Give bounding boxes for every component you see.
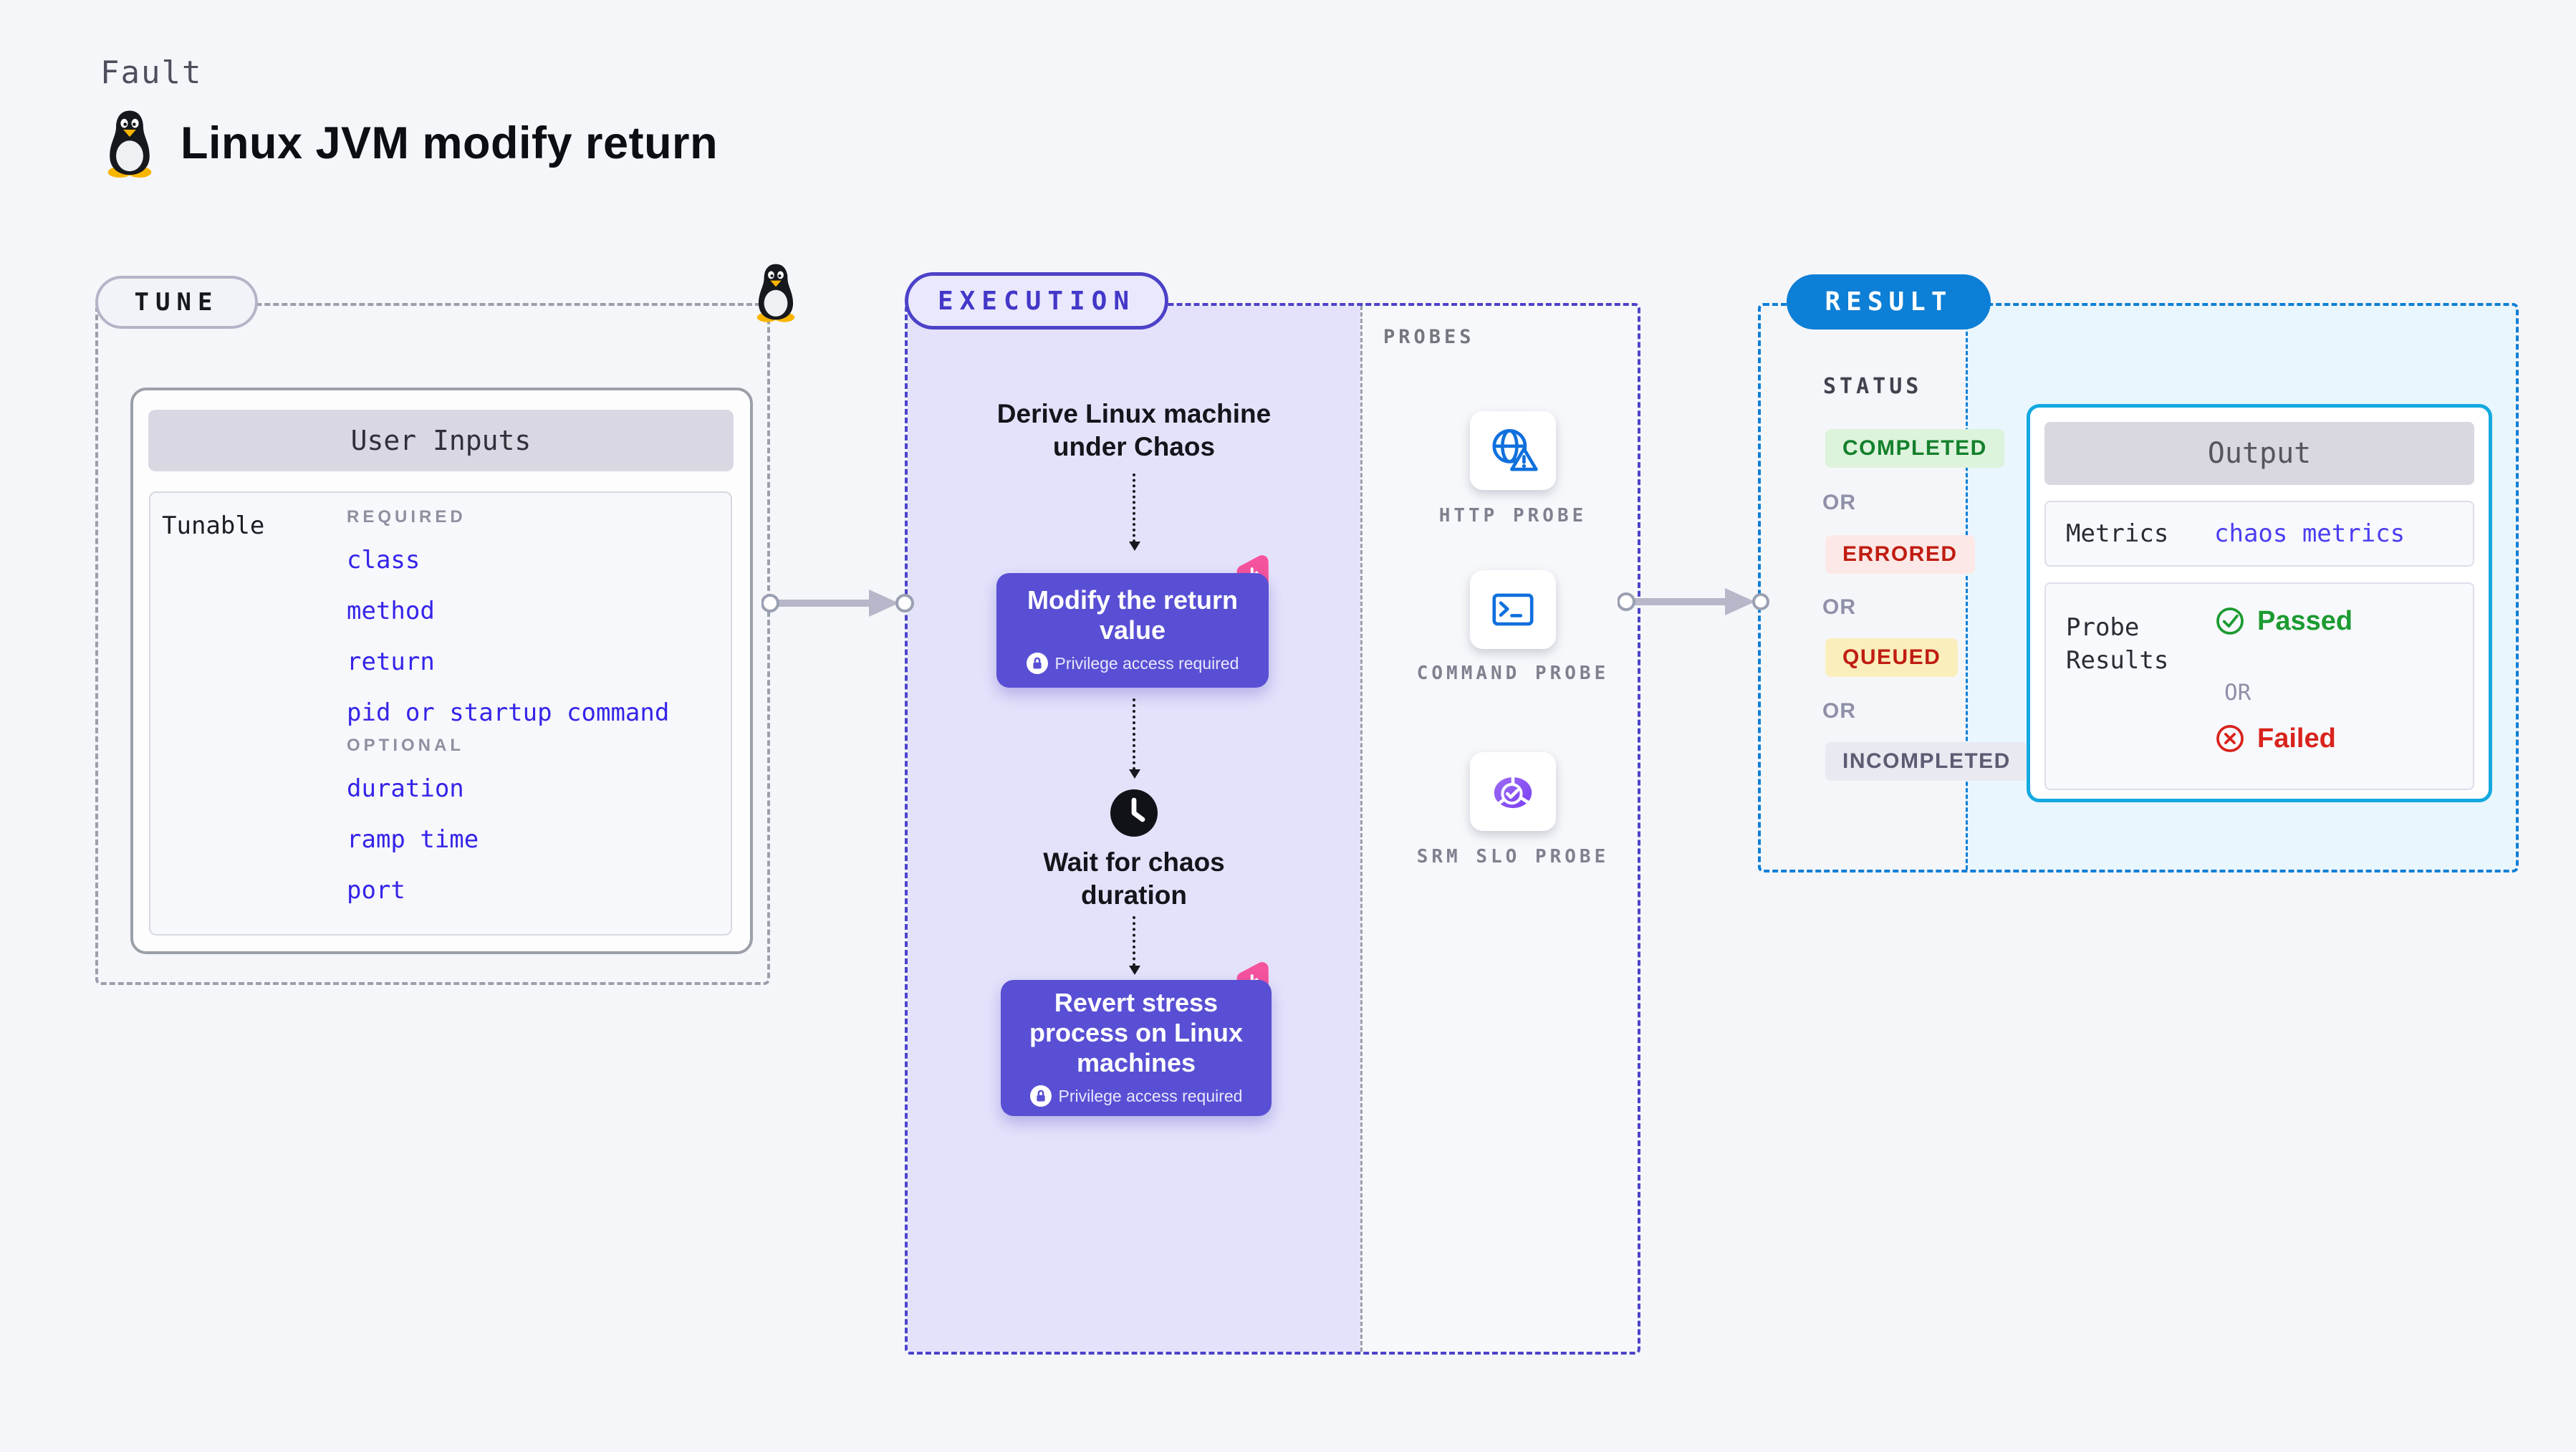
- metrics-row: Metrics chaos metrics: [2044, 501, 2474, 567]
- user-inputs-table: Tunable REQUIRED class method return pid…: [149, 491, 732, 936]
- x-circle-icon: [2216, 725, 2244, 752]
- user-inputs-card: User Inputs Tunable REQUIRED class metho…: [130, 388, 753, 954]
- status-badge-completed: COMPLETED: [1825, 429, 2004, 468]
- http-probe-card[interactable]: [1470, 411, 1556, 490]
- http-probe-label: HTTP PROBE: [1438, 505, 1587, 527]
- passed-text: Passed: [2257, 605, 2353, 636]
- tune-badge: TUNE: [95, 276, 258, 329]
- tunable-row-label: Tunable: [162, 511, 265, 540]
- slo-pie-check-icon: [1494, 772, 1532, 809]
- input-link-port[interactable]: port: [347, 876, 405, 905]
- user-inputs-title: User Inputs: [148, 410, 734, 471]
- command-probe-card[interactable]: [1470, 570, 1556, 649]
- status-badge-incompleted: INCOMPLETED: [1825, 742, 2028, 781]
- lock-icon: [1029, 1085, 1052, 1107]
- input-link-ramp-time[interactable]: ramp time: [347, 825, 479, 854]
- flow-connector: [1129, 916, 1140, 975]
- derive-step-text: Derive Linux machine under Chaos: [996, 399, 1272, 461]
- flow-connector: [1129, 473, 1140, 551]
- or-separator: OR: [1822, 491, 1856, 514]
- or-separator: OR: [1822, 595, 1856, 619]
- optional-group-label: OPTIONAL: [347, 736, 464, 755]
- wait-step-text: Wait for chaos duration: [1043, 847, 1225, 910]
- tune-section-box: [95, 303, 770, 985]
- privilege-note: Privilege access required: [1026, 653, 1239, 674]
- result-section-box: STATUS COMPLETED OR ERRORED OR QUEUED OR…: [1758, 303, 2519, 872]
- check-circle-icon: [2216, 607, 2244, 635]
- or-separator: OR: [2224, 680, 2251, 706]
- chaos-metrics-link[interactable]: chaos metrics: [2214, 519, 2406, 548]
- failed-text: Failed: [2257, 723, 2336, 754]
- lock-icon: [1026, 653, 1048, 674]
- revert-stress-title: Revert stress process on Linux machines: [1029, 988, 1244, 1077]
- modify-return-node: Modify the return value Privilege access…: [996, 573, 1269, 688]
- input-link-return[interactable]: return: [347, 648, 435, 676]
- input-link-class[interactable]: class: [347, 546, 420, 574]
- page-title-row: Linux JVM modify return: [100, 109, 718, 178]
- tune-to-execution-arrow: [761, 590, 914, 617]
- modify-return-title: Modify the return value: [1027, 585, 1238, 645]
- flow-connector: [1129, 698, 1140, 779]
- srm-slo-probe-label: SRM SLO PROBE: [1416, 846, 1610, 867]
- result-badge: RESULT: [1787, 274, 1991, 330]
- probe-results-row: Probe Results Passed OR Failed: [2044, 582, 2474, 790]
- status-badge-errored: ERRORED: [1825, 535, 1975, 574]
- command-probe-label: COMMAND PROBE: [1416, 663, 1610, 684]
- input-link-pid-or-startup-command[interactable]: pid or startup command: [347, 698, 670, 727]
- passed-verdict: Passed: [2214, 605, 2352, 637]
- tunable-items: REQUIRED class method return pid or star…: [347, 499, 669, 905]
- fault-kicker: Fault: [100, 54, 203, 91]
- probes-label: PROBES: [1383, 326, 1475, 348]
- metrics-label: Metrics: [2066, 519, 2169, 548]
- input-link-duration[interactable]: duration: [347, 774, 464, 803]
- privilege-note-text: Privilege access required: [1054, 653, 1239, 673]
- clock-icon: [1108, 787, 1160, 842]
- execution-badge: EXECUTION: [905, 272, 1168, 330]
- execution-section-box: Derive Linux machine under Chaos Modify …: [905, 303, 1640, 1355]
- revert-stress-node: Revert stress process on Linux machines …: [1001, 980, 1272, 1116]
- output-card: Output Metrics chaos metrics Probe Resul…: [2027, 404, 2492, 802]
- execution-to-result-arrow: [1618, 588, 1769, 615]
- globe-alert-icon: [1492, 428, 1538, 471]
- tux-penguin-icon: [751, 262, 801, 326]
- page-title: Linux JVM modify return: [181, 118, 719, 168]
- or-separator: OR: [1822, 699, 1856, 723]
- terminal-icon: [1492, 593, 1534, 626]
- output-title: Output: [2044, 422, 2474, 485]
- privilege-note-text: Privilege access required: [1058, 1086, 1243, 1105]
- input-link-method[interactable]: method: [347, 597, 435, 625]
- tux-penguin-icon: [107, 110, 152, 178]
- status-badge-queued: QUEUED: [1825, 638, 1959, 677]
- srm-slo-probe-card[interactable]: [1470, 752, 1556, 831]
- probe-results-label: Probe Results: [2066, 613, 2169, 675]
- privilege-note: Privilege access required: [1029, 1085, 1243, 1107]
- required-group-label: REQUIRED: [347, 507, 466, 527]
- status-label: STATUS: [1823, 374, 1923, 399]
- failed-verdict: Failed: [2214, 723, 2336, 754]
